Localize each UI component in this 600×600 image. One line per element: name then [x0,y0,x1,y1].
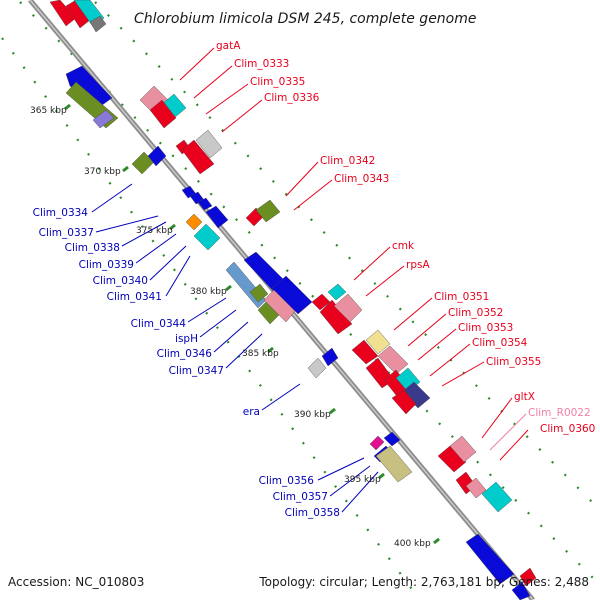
gene-label[interactable]: Clim_0333 [234,58,289,70]
tick-marks [64,103,440,545]
gene-block[interactable] [89,15,107,33]
gene-label[interactable]: Clim_0353 [458,322,513,334]
gene-label[interactable]: Clim_0337 [39,227,94,239]
gene-block[interactable] [149,99,177,129]
gene-block[interactable] [249,283,269,303]
gene-label[interactable]: Clim_0347 [169,365,224,377]
tick-label: 395 kbp [344,475,381,485]
gene-block[interactable] [255,199,281,223]
gene-block[interactable] [481,481,513,513]
tick-label: 380 kbp [190,287,227,297]
gene-label[interactable]: Clim_0334 [33,207,89,219]
gene-label[interactable]: era [243,406,260,418]
gene-block[interactable] [92,109,115,129]
gene-block[interactable] [365,329,391,355]
gene-block[interactable] [519,567,537,587]
tick-label: 370 kbp [84,167,121,177]
topology-text: Topology: circular; Length: 2,763,181 bp… [258,575,589,589]
gene-label[interactable]: Clim_0351 [434,291,489,303]
gene-label[interactable]: ispH [175,333,198,345]
forward-leader-lines [179,47,529,461]
gene-block[interactable] [197,197,213,211]
rrna-leader-line [489,413,527,451]
gene-label[interactable]: Clim_0356 [259,475,315,487]
gene-label[interactable]: rpsA [406,259,430,271]
gene-label[interactable]: Clim_0360 [540,423,595,435]
tick-label: 385 kbp [242,349,279,359]
gene-label[interactable]: Clim_0352 [448,307,503,319]
tick-labels: 365 kbp 370 kbp 375 kbp 380 kbp 385 kbp … [30,106,431,549]
gene-label[interactable]: Clim_0343 [334,173,389,185]
tick-label: 365 kbp [30,106,67,116]
gene-block[interactable] [147,145,167,167]
gene-block[interactable] [333,293,363,323]
gene-label[interactable]: Clim_0338 [65,242,120,254]
gene-block[interactable] [369,435,385,451]
gene-label[interactable]: Clim_0340 [93,275,148,287]
gene-block[interactable] [195,129,223,159]
gene-label[interactable]: Clim_0355 [486,356,541,368]
reverse-gene-labels: Clim_0334 Clim_0337 Clim_0338 Clim_0339 … [33,207,340,519]
gene-label[interactable]: Clim_0346 [157,348,213,360]
gene-block[interactable] [383,431,401,447]
gene-label[interactable]: Clim_0336 [264,92,320,104]
gene-label[interactable]: Clim_0339 [79,259,134,271]
gene-block[interactable] [437,445,467,473]
gene-block[interactable] [181,139,215,175]
gene-block[interactable] [449,435,477,463]
gene-label[interactable]: gltX [514,391,535,403]
gene-block[interactable] [319,299,353,335]
reverse-strand-genes [65,65,531,600]
gene-label[interactable]: cmk [392,240,415,252]
tick-label: 400 kbp [394,539,431,549]
gene-label[interactable]: Clim_0357 [273,491,328,503]
gene-block[interactable] [391,389,417,415]
gene-block[interactable] [465,533,515,585]
gene-block[interactable] [465,477,487,499]
gene-block[interactable] [205,205,229,229]
tick-label: 375 kbp [136,226,173,236]
gene-block[interactable] [307,357,327,379]
gene-label[interactable]: Clim_0342 [320,155,375,167]
forward-gene-labels: gatA Clim_0333 Clim_0335 Clim_0336 Clim_… [216,40,595,435]
gene-label[interactable]: Clim_0341 [107,291,162,303]
reverse-leader-lines [91,183,379,513]
gene-block[interactable] [375,445,413,483]
gene-block[interactable] [327,283,347,301]
gene-label[interactable]: Clim_0335 [250,76,305,88]
gene-label[interactable]: Clim_0354 [472,337,528,349]
gene-block[interactable] [185,213,203,231]
gene-label[interactable]: Clim_0344 [131,318,187,330]
map-title: Chlorobium limicola DSM 245, complete ge… [134,11,477,27]
gene-block[interactable] [511,581,531,600]
tick-label: 390 kbp [294,410,331,420]
gene-label[interactable]: Clim_0358 [285,507,340,519]
gene-block[interactable] [193,223,221,251]
gene-label[interactable]: gatA [216,40,241,52]
gene-label[interactable]: Clim_R0022 [528,407,591,419]
forward-strand-genes [49,0,537,587]
gene-block[interactable] [377,345,409,375]
gene-block[interactable] [321,347,339,367]
accession-text: Accession: NC_010803 [8,575,144,589]
